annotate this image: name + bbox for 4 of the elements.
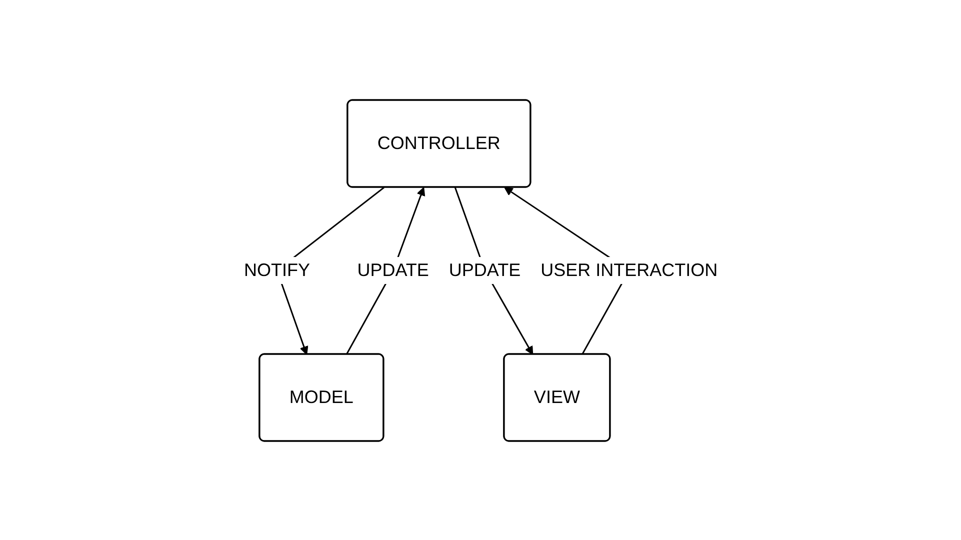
- edge-label: USER INTERACTION: [540, 259, 718, 280]
- edge-label: UPDATE: [448, 259, 520, 280]
- edge-label: NOTIFY: [244, 259, 310, 280]
- edge-label: UPDATE: [356, 259, 429, 280]
